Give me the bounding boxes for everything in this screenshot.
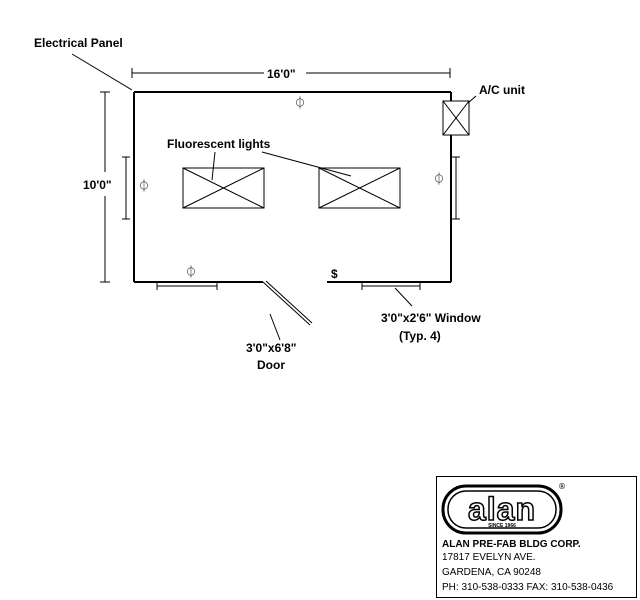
outlet-left-icon: ⏀ [138,178,150,193]
door-label-line2: Door [257,358,285,372]
company-name: ALAN PRE-FAB BLDG CORP. [442,539,581,550]
electrical-panel-leader [71,53,133,91]
registered-mark-icon: ® [558,482,566,491]
outlet-top-icon: ⏀ [294,95,306,110]
outlet-bottom-icon: ⏀ [185,264,197,279]
window-bottom-right [361,282,421,290]
logo-wordmark: alan [468,491,536,527]
window-label-line1: 3'0"x2'6" Window [381,311,481,325]
width-dimension-label: 16'0" [267,67,296,81]
height-dimension-line [100,91,110,283]
fluorescent-lights-label: Fluorescent lights [167,137,271,151]
room-walls [133,91,452,283]
window-right-wall [452,156,460,220]
door-label-line1: 3'0"x6'8" [246,341,296,355]
window-bottom-left [156,282,218,290]
electrical-panel-label: Electrical Panel [34,36,123,50]
window-left-wall [122,156,130,220]
window-leader [394,287,413,307]
fluorescent-leader-right [261,151,352,177]
fluorescent-leader-left [211,151,216,181]
window-label-line2: (Typ. 4) [399,329,441,343]
alan-logo: alan SINCE 1966 ® [441,482,566,535]
outlet-right-icon: ⏀ [433,171,445,186]
fluorescent-light-right [318,167,401,209]
door-leader [269,313,281,341]
ac-unit-label: A/C unit [479,83,525,97]
door-swing [262,280,313,326]
company-address-line1: 17817 EVELYN AVE. [442,552,536,563]
company-phone-fax: PH: 310-538-0333 FAX: 310-538-0436 [442,582,614,593]
ac-unit-cross-b [442,100,470,136]
company-address-line2: GARDENA, CA 90248 [442,567,541,578]
title-block: alan SINCE 1966 ® ALAN PRE-FAB BLDG CORP… [436,476,637,598]
width-dimension-line [131,68,451,78]
switch-icon: $ [331,267,338,281]
height-dimension-label: 10'0" [83,178,112,192]
ac-unit-leader [467,95,477,104]
logo-since: SINCE 1966 [488,523,516,529]
fluorescent-light-left [182,167,265,209]
